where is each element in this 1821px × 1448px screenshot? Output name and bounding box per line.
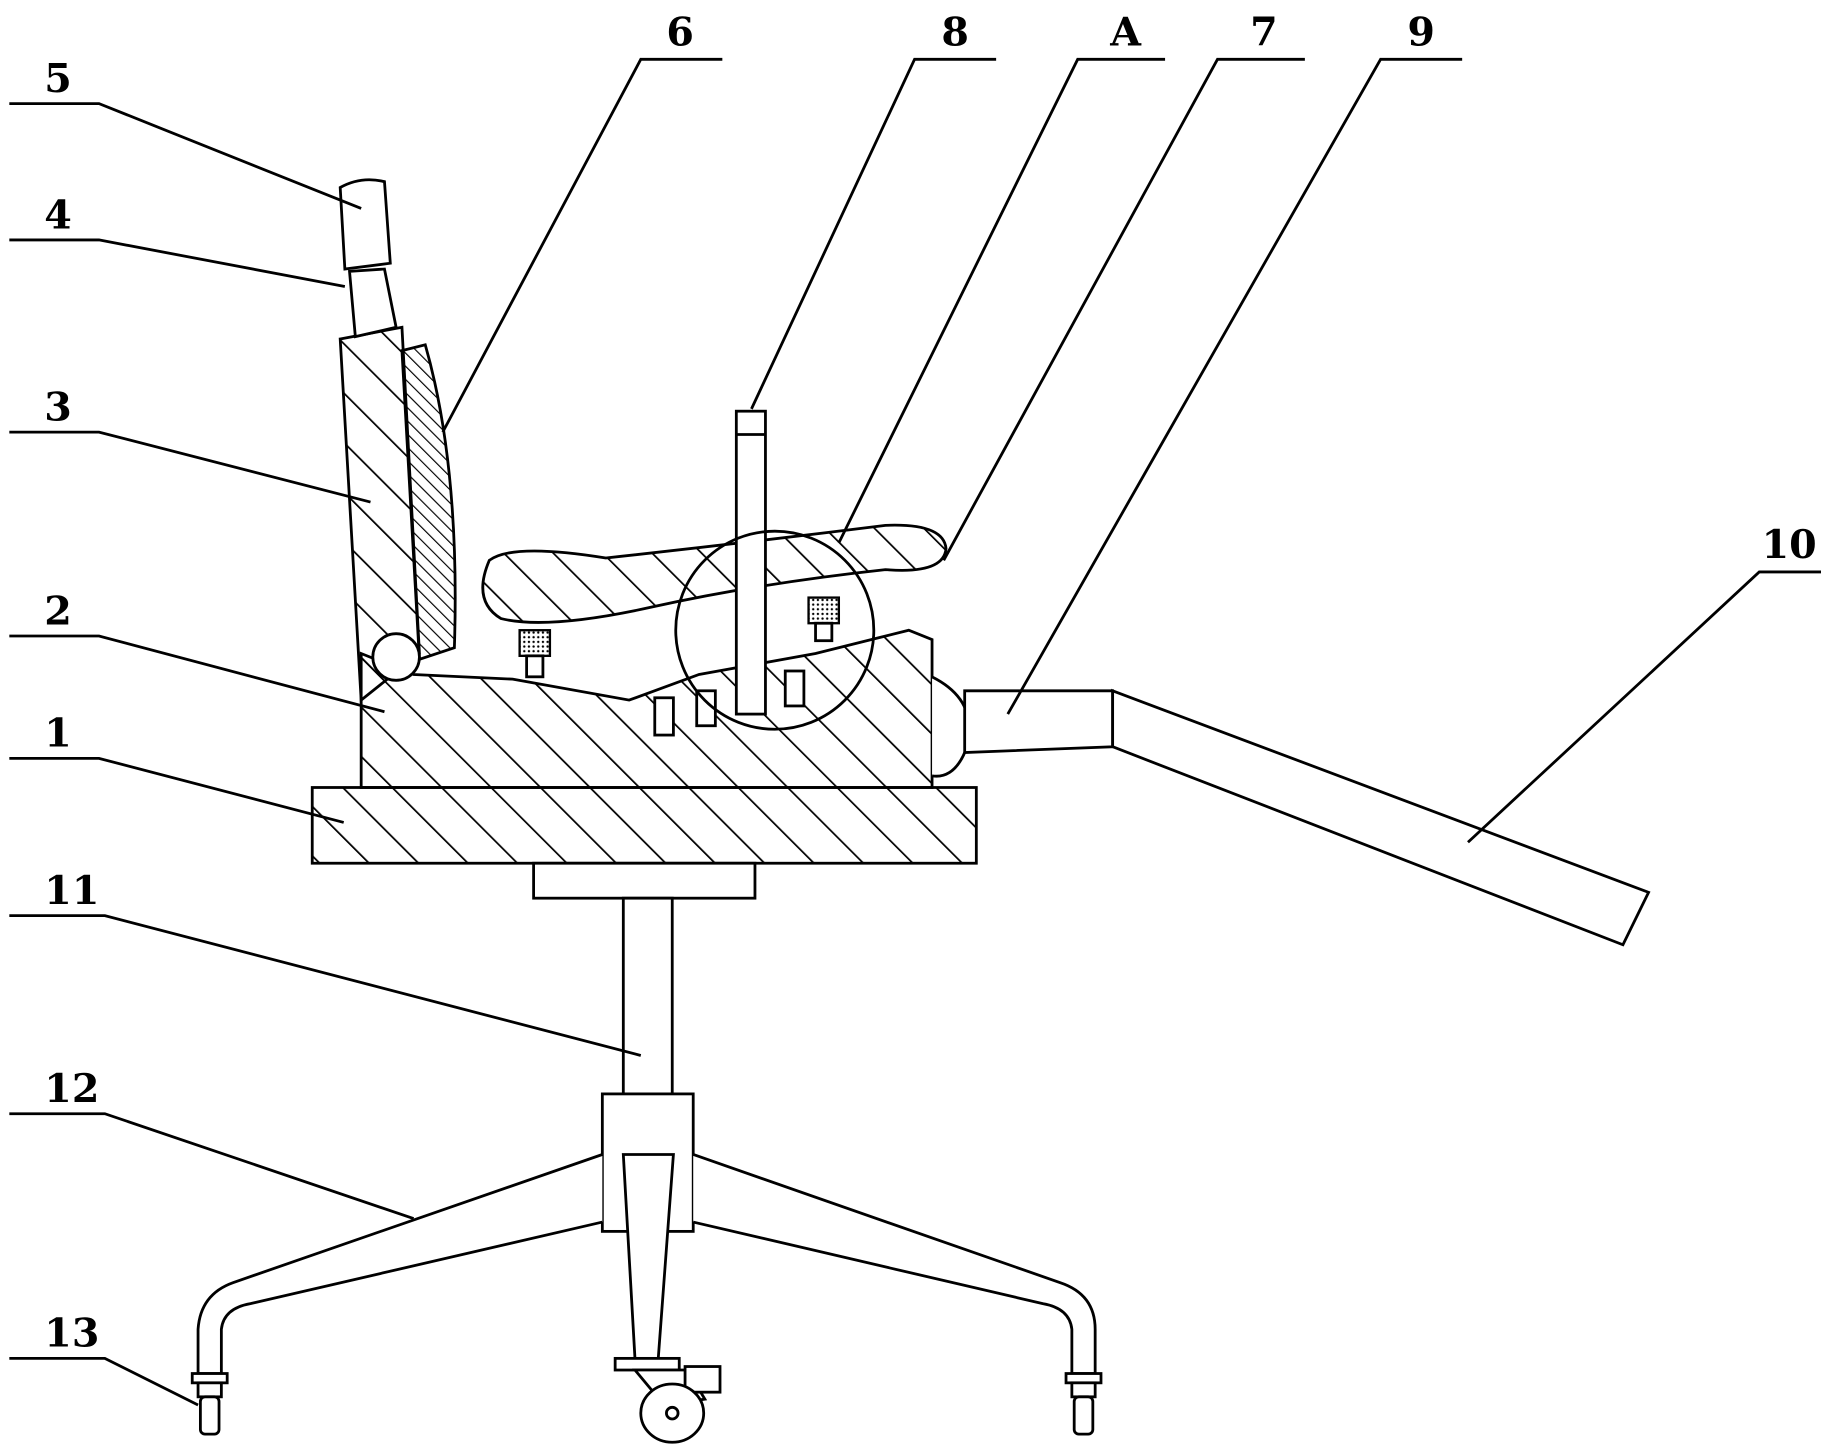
column-top <box>532 861 757 900</box>
label-11: 11 <box>44 868 99 914</box>
label-12: 12 <box>44 1066 99 1112</box>
adjust-rod <box>734 409 767 716</box>
label-a: A <box>1109 9 1142 55</box>
center-caster <box>613 1356 722 1444</box>
roller <box>371 632 421 682</box>
label-13: 13 <box>44 1311 99 1357</box>
footrest-connector <box>963 689 1115 754</box>
label-7: 7 <box>1250 9 1278 55</box>
label-3: 3 <box>44 385 72 431</box>
seat-body <box>359 628 934 789</box>
left-leg <box>196 1153 603 1375</box>
backrest-cushion <box>400 343 457 662</box>
gas-column <box>621 896 674 1096</box>
detail-circle-a <box>674 529 876 731</box>
spring-right <box>807 596 841 625</box>
left-caster <box>190 1372 229 1436</box>
headrest <box>338 178 392 271</box>
center-leg <box>621 1153 675 1360</box>
leader-lines <box>9 57 1821 1407</box>
label-5: 5 <box>44 56 72 102</box>
slot-post <box>783 669 806 708</box>
label-6: 6 <box>666 9 694 55</box>
footrest <box>1111 688 1651 947</box>
slot-post <box>653 696 675 737</box>
spring-left <box>518 629 552 658</box>
headrest-stem <box>348 267 398 339</box>
base-plate <box>310 786 978 865</box>
label-8: 8 <box>941 9 969 55</box>
label-1: 1 <box>44 711 72 757</box>
right-leg <box>692 1153 1097 1375</box>
label-10: 10 <box>1762 522 1817 568</box>
seat-cushion <box>481 523 948 624</box>
spring-right-post <box>814 621 834 643</box>
label-2: 2 <box>44 588 72 634</box>
label-4: 4 <box>44 192 72 238</box>
right-caster <box>1064 1372 1103 1436</box>
label-9: 9 <box>1407 9 1435 55</box>
spring-left-post <box>525 654 545 679</box>
